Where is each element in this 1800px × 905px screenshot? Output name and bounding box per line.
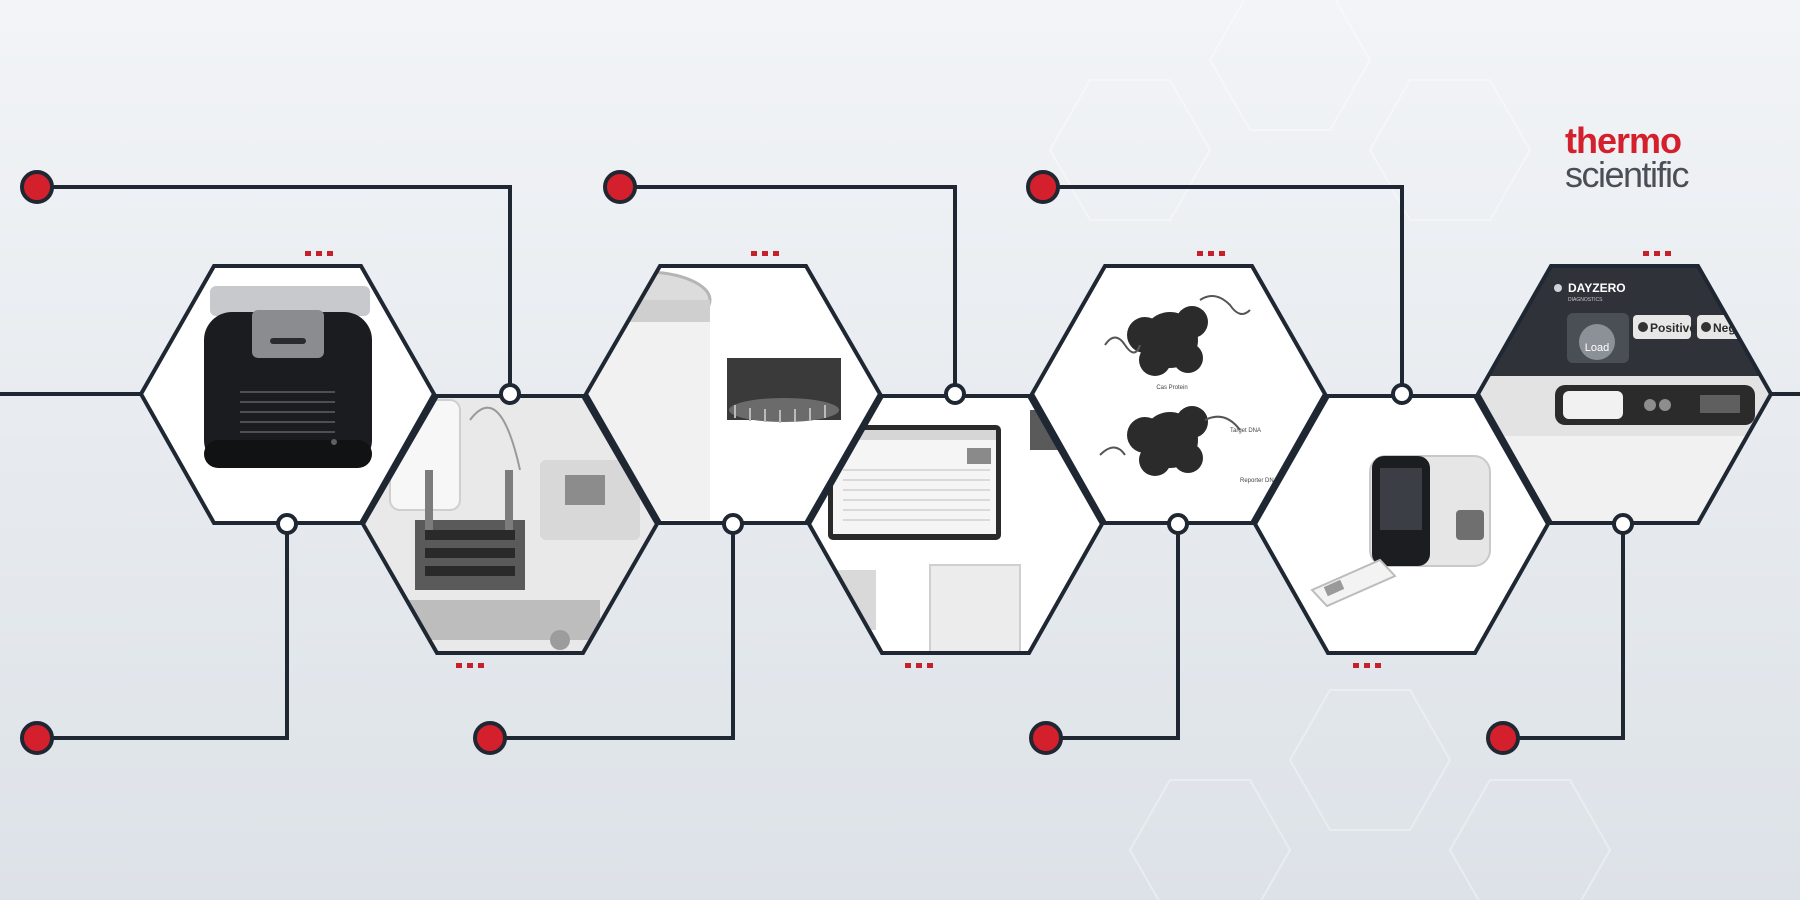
real-time-pcr-instrument-icon [204,286,372,468]
hexagon-device-1 [138,264,437,525]
logo-line-thermo: thermo [1565,120,1682,161]
hexagon-device-5: Cas Protein Target DNA Reporter DNA [1029,264,1328,525]
hexagon-device-3 [583,264,883,525]
background-hex-pattern [1048,0,1612,905]
connector-lines [37,185,1625,740]
hexagon-device-2 [360,394,660,655]
load-button-label: Load [1585,342,1609,354]
rapid-test-analyzer-icon [1310,455,1491,608]
target-dna-label: Target DNA [1230,428,1261,434]
dayzero-brand-sub: DIAGNOSTICS [1568,297,1603,303]
reporter-dna-label: Reporter DNA [1240,478,1278,484]
logo-line-scientific: scientific [1565,154,1690,196]
red-endpoint-nodes [20,170,1520,755]
accent-dashes [305,251,1671,668]
cas-protein-label: Cas Protein [1156,385,1187,391]
dayzero-brand: DAYZERO [1568,281,1626,295]
junction-nodes [276,383,1634,535]
hexagon-device-6 [1252,394,1551,655]
thermo-scientific-logo: thermo scientific [1565,120,1765,196]
positive-result-label: Positive [1650,321,1696,335]
cas-protein-diagram-icon: Cas Protein Target DNA Reporter DNA [1099,295,1278,484]
